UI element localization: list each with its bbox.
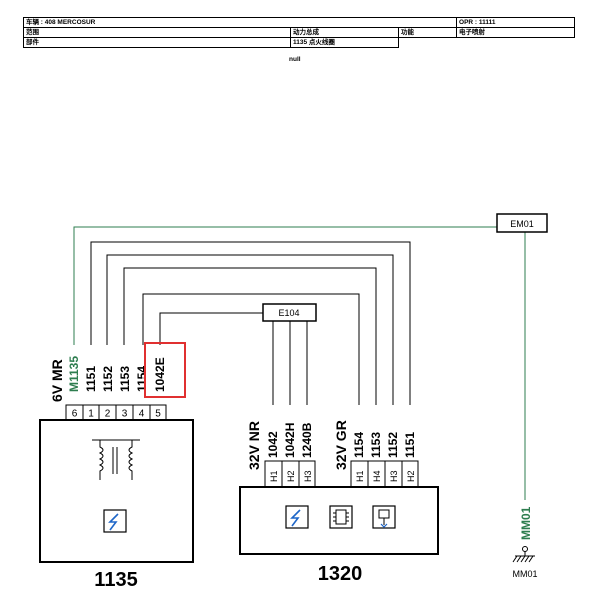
wire-group <box>73 226 526 500</box>
right-pin-b-h1: H1 <box>355 470 365 482</box>
part-value: 1135 点火线圈 <box>290 37 399 48</box>
right-pin-row-b: H1 H4 H3 H2 <box>350 460 419 488</box>
highlight-box <box>144 342 186 398</box>
ground-node <box>522 546 528 552</box>
e104-label: E104 <box>278 308 299 318</box>
function-value: 电子喷射 <box>456 27 576 38</box>
wire-label-1154-left: 1154 <box>135 366 149 392</box>
component-1135-body <box>39 419 194 563</box>
right-connector-a-label: 32V NR <box>246 421 262 470</box>
wire-1154 <box>142 293 360 405</box>
wire-1151 <box>90 241 411 405</box>
wire-label-1240b: 1240B <box>300 422 314 458</box>
wire-label-m1135: M1135 <box>67 356 81 392</box>
ecu-chip-icon <box>329 505 353 529</box>
wire-m1135 <box>73 226 497 345</box>
wire-label-1153-left: 1153 <box>118 366 132 392</box>
left-pin-6: 6 <box>72 409 78 420</box>
component-1320-label: 1320 <box>318 563 363 585</box>
right-connector-b-label: 32V GR <box>333 420 349 470</box>
injector-icon <box>372 505 396 529</box>
wire-label-1151-right: 1151 <box>403 432 417 458</box>
em01-box <box>496 213 548 233</box>
right-pin-b-h4: H4 <box>372 470 382 482</box>
right-pin-b-h2: H2 <box>406 470 416 482</box>
component-1135-label: 1135 <box>94 569 137 591</box>
spark-icon <box>103 509 127 533</box>
wire-label-1042e: 1042E <box>153 357 167 392</box>
spark-icon <box>285 505 309 529</box>
em01-label: EM01 <box>510 219 534 229</box>
wire-1042e <box>159 312 263 345</box>
left-pin-4: 4 <box>139 409 145 420</box>
ground-label: MM01 <box>512 569 537 579</box>
wire-label-1153-right: 1153 <box>369 432 383 458</box>
left-connector-label: 6V MR <box>49 359 65 402</box>
left-pin-1: 1 <box>88 409 94 420</box>
right-pin-a-h2: H2 <box>286 470 296 482</box>
wire-1153 <box>123 267 377 405</box>
right-pin-a-h1: H1 <box>269 470 279 482</box>
right-pin-row-a: H1 H2 H3 <box>264 460 316 488</box>
ground-wire-label: MM01 <box>519 506 533 540</box>
wire-label-1042: 1042 <box>266 431 280 458</box>
null-text: null <box>289 56 301 63</box>
right-pin-b-h3: H3 <box>389 470 399 482</box>
left-pin-5: 5 <box>155 409 161 420</box>
wire-label-1152-right: 1152 <box>386 432 400 458</box>
wire-label-1042h: 1042H <box>283 423 297 458</box>
left-pin-row: 6 1 2 3 4 5 <box>65 404 167 421</box>
ground-icon <box>512 551 535 563</box>
wire-label-1151-left: 1151 <box>84 366 98 392</box>
right-pin-a-h3: H3 <box>303 470 313 482</box>
wire-label-1154-right: 1154 <box>352 432 366 458</box>
header-table: 车辆 : 408 MERCOSUR OPR : 11111 范围 动力总成 功能… <box>22 17 576 57</box>
function-label: 功能 <box>397 27 458 38</box>
wire-1152 <box>106 254 394 405</box>
left-pin-3: 3 <box>122 409 128 420</box>
wire-label-1152-left: 1152 <box>101 366 115 392</box>
ignition-coil-icon <box>92 439 140 480</box>
e104-box <box>262 303 317 322</box>
left-pin-2: 2 <box>105 409 111 420</box>
